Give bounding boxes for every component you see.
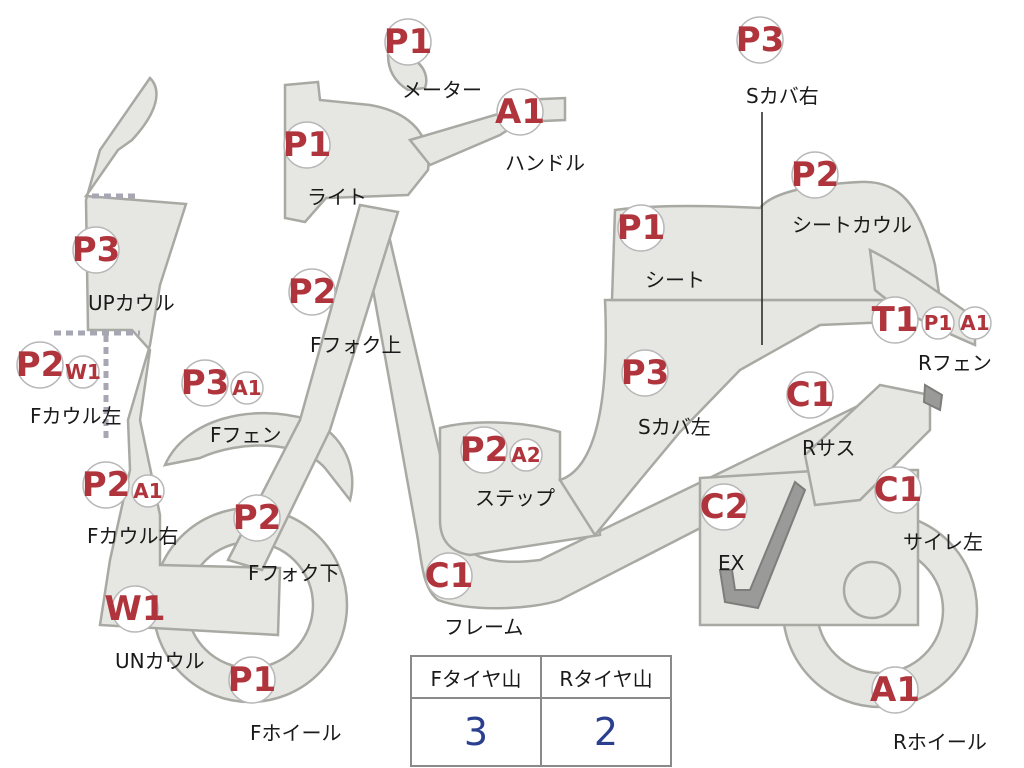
badge-seat-p1: P1 (617, 204, 666, 252)
exhaust-pipe-shape (718, 480, 807, 610)
label-silencer-left: サイレ左 (903, 530, 983, 554)
svg-text:A2: A2 (511, 443, 540, 467)
svg-text:P2: P2 (460, 430, 509, 470)
svg-text:P3: P3 (72, 230, 121, 270)
svg-text:P2: P2 (82, 465, 131, 505)
label-light: ライト (307, 185, 367, 209)
badge-f-cowl-left-w1: W1 (65, 355, 101, 389)
label-f-cowl-right: Fカウル右 (87, 524, 179, 548)
label-exhaust: EX (718, 551, 745, 575)
badge-r-fender-a1: A1 (958, 306, 992, 340)
front-fork-shape (226, 203, 400, 572)
table-header-front-tire: Fタイヤ山 (410, 655, 542, 699)
svg-text:A1: A1 (870, 670, 920, 710)
rear-suspension-shape (803, 383, 932, 507)
svg-text:P3: P3 (621, 353, 670, 393)
headlight-shape (283, 80, 430, 224)
table-value-rear-tire: 2 (540, 697, 672, 767)
label-ffork-upper: Fフォク上 (310, 333, 402, 357)
badge-f-cowl-right-p2: P2 (82, 461, 131, 509)
badge-f-cowl-right-a1: A1 (131, 474, 165, 508)
badge-light-p1: P1 (283, 121, 332, 169)
label-seat: シート (645, 268, 705, 292)
table-header-rear-tire: Rタイヤ山 (540, 655, 672, 699)
label-s-cover-left: Sカバ左 (638, 415, 711, 439)
svg-text:W1: W1 (104, 589, 165, 629)
svg-text:C1: C1 (874, 470, 923, 510)
svg-text:P1: P1 (228, 660, 277, 700)
badge-r-fender-t1: T1 (871, 296, 919, 344)
badge-f-fender-p3: P3 (181, 359, 230, 407)
svg-text:P2: P2 (288, 272, 337, 312)
badge-frame-c1: C1 (425, 552, 474, 600)
svg-text:P1: P1 (283, 125, 332, 165)
svg-text:C2: C2 (700, 487, 749, 527)
svg-text:P2: P2 (791, 155, 840, 195)
table-value-front-tire: 3 (410, 697, 542, 767)
label-un-cowl: UNカウル (115, 649, 205, 673)
label-r-suspension: Rサス (802, 436, 856, 460)
svg-text:P3: P3 (181, 363, 230, 403)
label-f-cowl-left: Fカウル左 (30, 404, 122, 428)
badge-f-fender-a1: A1 (230, 371, 264, 405)
badge-r-wheel-a1: A1 (870, 666, 920, 714)
svg-text:A1: A1 (960, 311, 989, 335)
svg-text:A1: A1 (495, 92, 545, 132)
badge-ffork-upper-p2: P2 (288, 268, 337, 316)
badge-handle-a1: A1 (495, 88, 545, 136)
label-f-wheel: Fホイール (250, 721, 342, 745)
badge-meter-p1: P1 (384, 18, 433, 66)
svg-text:A1: A1 (133, 479, 162, 503)
badge-seat-cowl-p2: P2 (791, 151, 840, 199)
badge-r-fender-p1: P1 (921, 306, 955, 340)
badge-s-cover-left-p3: P3 (621, 349, 670, 397)
badge-step-p2: P2 (460, 426, 509, 474)
badge-up-cowl-p3: P3 (72, 226, 121, 274)
svg-text:C1: C1 (425, 556, 474, 596)
label-up-cowl: UPカウル (88, 291, 175, 315)
label-f-fender: Fフェン (210, 423, 282, 447)
svg-text:P1: P1 (384, 22, 433, 62)
label-ffork-lower: Fフォク下 (248, 561, 340, 585)
badge-step-a2: A2 (509, 438, 543, 472)
svg-text:P2: P2 (16, 345, 65, 385)
badge-f-wheel-p1: P1 (228, 656, 277, 704)
svg-text:W1: W1 (65, 360, 101, 384)
svg-text:P3: P3 (736, 20, 785, 60)
label-seat-cowl: シートカウル (792, 213, 912, 237)
svg-text:P2: P2 (233, 498, 282, 538)
badge-silencer-left-c1: C1 (874, 466, 923, 514)
svg-text:C1: C1 (786, 375, 835, 415)
badge-ffork-lower-p2: P2 (233, 494, 282, 542)
badge-f-cowl-left-p2: P2 (16, 341, 65, 389)
badge-un-cowl-w1: W1 (104, 585, 166, 633)
label-handle: ハンドル (505, 151, 585, 175)
label-s-cover-right: Sカバ右 (746, 84, 819, 108)
svg-text:P1: P1 (924, 311, 953, 335)
label-r-fender: Rフェン (918, 351, 992, 375)
svg-text:T1: T1 (872, 300, 919, 340)
label-r-wheel: Rホイール (893, 730, 987, 754)
label-frame: フレーム (444, 615, 523, 639)
label-step: ステップ (475, 486, 555, 510)
badge-s-cover-right-p3: P3 (736, 16, 785, 64)
svg-text:P1: P1 (617, 208, 666, 248)
svg-text:A1: A1 (232, 376, 261, 400)
label-meter: メーター (402, 78, 482, 102)
badge-exhaust-c2: C2 (700, 483, 749, 531)
badge-r-suspension-c1: C1 (786, 371, 835, 419)
